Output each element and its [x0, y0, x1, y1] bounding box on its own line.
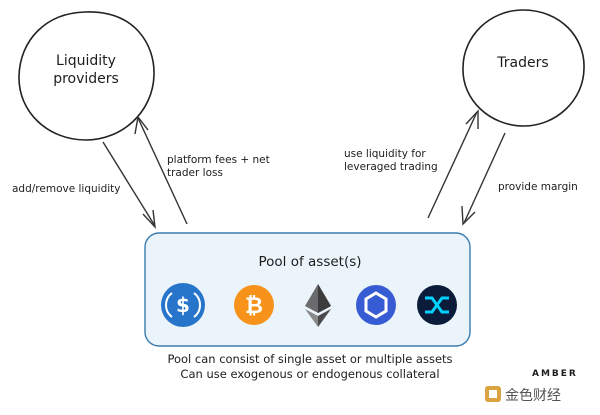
- platform-fees-label-line2: trader loss: [167, 167, 223, 179]
- pool-note-line1: Pool can consist of single asset or mult…: [167, 352, 453, 366]
- liquidity-providers-label-line2: providers: [53, 71, 119, 87]
- arrow-platform-fees: [134, 115, 188, 225]
- arrow-add-remove-liquidity: [102, 141, 156, 230]
- add-remove-liquidity-label: add/remove liquidity: [12, 183, 121, 195]
- arrow-provide-margin: [461, 132, 506, 226]
- traders-label: Traders: [497, 55, 549, 71]
- traders-node: [462, 9, 585, 127]
- bitcoin-icon: ₿: [234, 285, 274, 325]
- watermark-logo-icon: [485, 386, 501, 402]
- use-liquidity-label: use liquidity for leveraged trading: [344, 148, 438, 174]
- liquidity-providers-label-line1: Liquidity: [56, 53, 116, 69]
- svg-text:$: $: [176, 293, 190, 317]
- use-liquidity-label-line2: leveraged trading: [344, 161, 438, 173]
- pool-note-line2: Can use exogenous or endogenous collater…: [180, 367, 440, 381]
- pool-title: Pool of asset(s): [258, 254, 362, 270]
- liquidity-providers-label: Liquidity providers: [30, 52, 142, 88]
- synthetix-icon: [417, 285, 457, 325]
- chainlink-icon: [356, 285, 396, 325]
- use-liquidity-label-line1: use liquidity for: [344, 148, 426, 160]
- provide-margin-label: provide margin: [498, 181, 578, 193]
- pool-notes: Pool can consist of single asset or mult…: [150, 352, 470, 382]
- usdc-icon: $: [161, 283, 205, 327]
- ethereum-icon: [305, 284, 331, 327]
- amber-brand: AMBER: [532, 369, 578, 379]
- arrow-use-liquidity: [427, 109, 479, 219]
- watermark-text: 金色财经: [505, 388, 561, 404]
- platform-fees-label-line1: platform fees + net: [167, 154, 270, 166]
- platform-fees-label: platform fees + net trader loss: [167, 154, 270, 180]
- liquidity-providers-node: [18, 11, 155, 141]
- svg-text:₿: ₿: [245, 294, 263, 319]
